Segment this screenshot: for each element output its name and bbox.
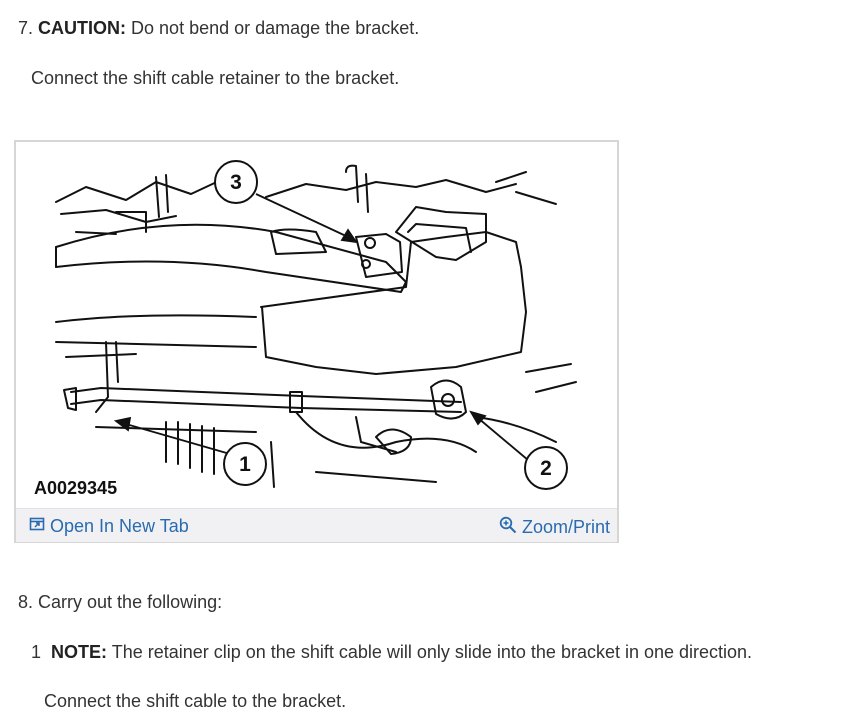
magnifier-plus-icon [499, 516, 517, 539]
step-number: 7. [18, 18, 34, 38]
step-number: 8. [18, 592, 34, 612]
figure-toolbar: Open In New Tab Zoom/Print [16, 508, 617, 542]
step-7-instruction: Connect the shift cable retainer to the … [31, 68, 400, 88]
zoom-print-link[interactable]: Zoom/Print [499, 516, 610, 539]
callout-2: 2 [524, 446, 568, 490]
substep-number: 1 [31, 642, 42, 662]
open-new-tab-icon [29, 516, 45, 537]
open-in-new-tab-label: Open In New Tab [50, 516, 189, 536]
zoom-print-label: Zoom/Print [521, 517, 610, 537]
svg-text:3: 3 [230, 171, 242, 194]
step-7: 7. CAUTION: Do not bend or damage the br… [18, 17, 419, 39]
note-label: NOTE: [51, 642, 108, 662]
step-8-note: 1 NOTE: The retainer clip on the shift c… [31, 641, 752, 663]
step-text: Carry out the following: [38, 592, 223, 612]
callout-3: 3 [214, 160, 258, 204]
svg-text:2: 2 [540, 457, 552, 480]
shift-cable-illustration: 3 1 2 A0029345 [34, 160, 577, 498]
figure-id: A0029345 [34, 478, 117, 498]
figure-card: 3 1 2 A0029345 Open In New Tab [14, 140, 619, 543]
step-text: Do not bend or damage the bracket. [126, 18, 420, 38]
note-text: The retainer clip on the shift cable wil… [107, 642, 753, 662]
callout-1: 1 [223, 442, 267, 486]
caution-label: CAUTION: [38, 18, 127, 38]
step-8: 8. Carry out the following: [18, 591, 222, 613]
step-8-instruction: Connect the shift cable to the bracket. [44, 691, 347, 711]
open-in-new-tab-link[interactable]: Open In New Tab [29, 516, 189, 537]
svg-text:1: 1 [239, 453, 251, 476]
